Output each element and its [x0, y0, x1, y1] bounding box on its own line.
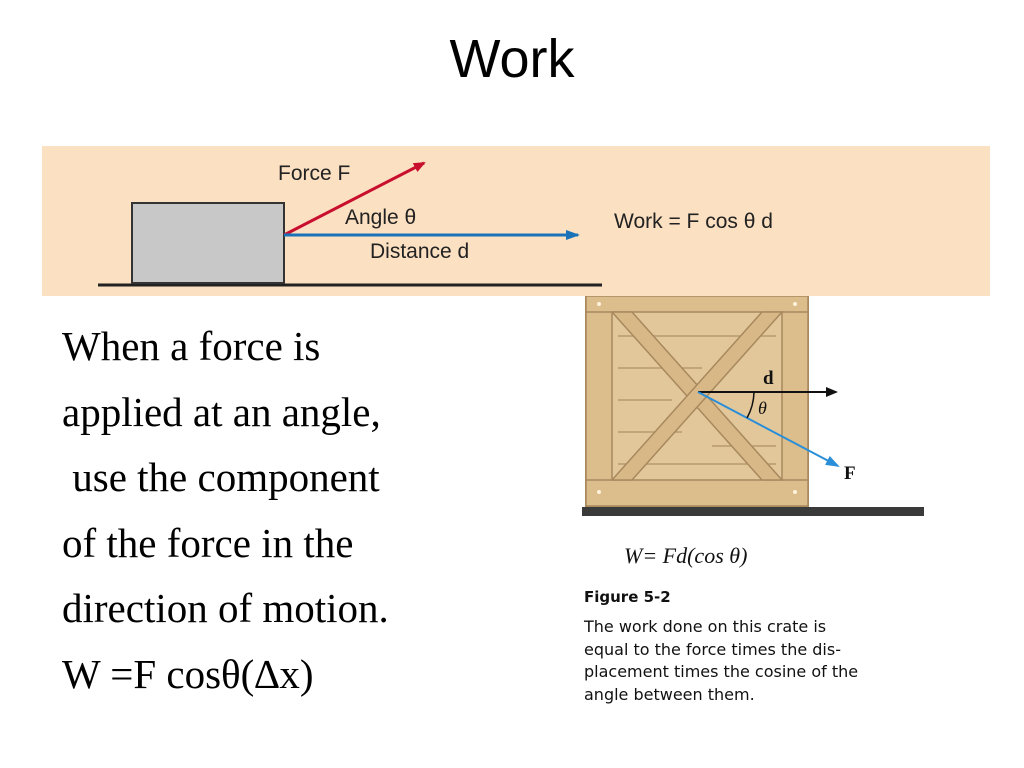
caption-line: equal to the force times the dis-: [584, 639, 841, 659]
explanation-text: When a force is applied at an angle, use…: [62, 314, 532, 707]
explanation-line: When a force is: [62, 323, 321, 369]
slide-title: Work: [449, 29, 575, 89]
theta-label: θ: [758, 398, 767, 418]
caption-line: placement times the cosine of the: [584, 662, 859, 681]
explanation-line: direction of motion.: [62, 585, 389, 631]
force-arrow: [697, 391, 840, 467]
caption-line: angle between them.: [584, 684, 755, 704]
block: [131, 202, 285, 284]
explanation-line: applied at an angle,: [62, 388, 381, 435]
figure-caption: The work done on this crate is equal to …: [584, 616, 914, 706]
crate-figure: d θ F: [582, 295, 927, 526]
crate-illustration: d θ F: [582, 295, 924, 516]
figure-caption-title: Figure 5-2: [584, 588, 671, 606]
force-label: Force F: [278, 162, 350, 185]
f-label: F: [844, 463, 856, 484]
caption-line: The work done on this crate is: [584, 617, 827, 636]
work-equation: W =F cosθ(∆x): [62, 650, 314, 697]
floor: [582, 507, 924, 516]
force-arrow: [283, 161, 426, 237]
force-diagram-banner: Force F Angle θ Distance d Work = F cos …: [42, 146, 990, 296]
crate: [585, 295, 809, 507]
force-diagram: Force F Angle θ Distance d Work = F cos …: [98, 161, 773, 287]
angle-arc: [746, 391, 755, 419]
figure-formula: W= Fd(cos θ): [624, 543, 748, 568]
work-formula: Work = F cos θ d: [614, 210, 773, 233]
explanation-line: use the component: [62, 454, 380, 500]
d-label: d: [763, 368, 774, 389]
distance-label: Distance d: [370, 240, 469, 263]
explanation-line: of the force in the: [62, 519, 354, 566]
angle-label: Angle θ: [345, 206, 416, 229]
